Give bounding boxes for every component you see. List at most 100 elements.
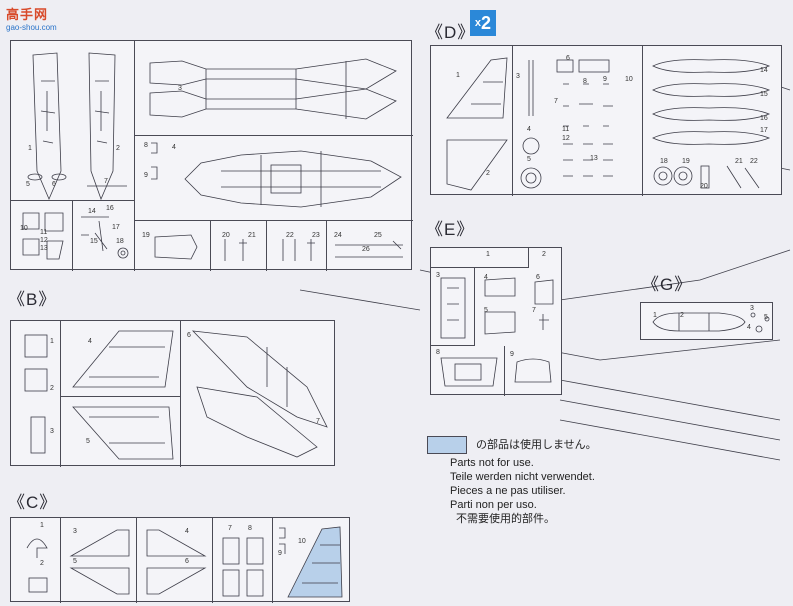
- sprue-c-cell-1: [11, 518, 61, 603]
- sprue-d-number: 3: [516, 73, 520, 80]
- sprue-e-number: 2: [542, 251, 546, 258]
- sprue-c-number: 2: [40, 560, 44, 567]
- sprue-c-number: 5: [73, 558, 77, 565]
- sprue-a-cell-small-1: [11, 201, 73, 271]
- sprue-g-number: 1: [653, 312, 657, 319]
- quantity-badge-count: 2: [481, 13, 492, 33]
- part-a8-a9-clips: [151, 142, 158, 180]
- sprue-d-number: 15: [760, 91, 768, 98]
- sprue-a-number: 8: [144, 142, 148, 149]
- part-d14-d17-tanks: [652, 59, 771, 145]
- sprue-a-number: 6: [52, 181, 56, 188]
- sprue-g-label: 《G》: [642, 275, 693, 294]
- sprue-e-cell-2: [431, 268, 475, 346]
- sprue-b-number: 7: [316, 418, 320, 425]
- sprue-a-number: 19: [142, 232, 150, 239]
- sprue-d-number: 19: [682, 158, 690, 165]
- sprue-b-number: 1: [50, 338, 54, 345]
- sprue-a-number: 23: [312, 232, 320, 239]
- sprue-c-number: 7: [228, 525, 232, 532]
- sprue-e-number: 8: [436, 349, 440, 356]
- sprue-e-number: 6: [536, 274, 540, 281]
- part-c3-c5: [69, 529, 130, 595]
- watermark-site-name: 高手网: [6, 7, 49, 22]
- sprue-e-number: 1: [486, 251, 490, 258]
- sprue-d-cell-center: [513, 46, 643, 196]
- part-a14-a18: [81, 216, 129, 259]
- watermark-site-url: gao-shou.com: [6, 23, 57, 32]
- part-c9-clip: [279, 527, 286, 554]
- sprue-c-cell-3: [137, 518, 213, 603]
- sprue-e-label: 《E》: [426, 220, 475, 239]
- sprue-d-number: 7: [554, 98, 558, 105]
- part-a3-intake-assembly: [149, 58, 397, 120]
- sprue-d-number: 17: [760, 127, 768, 134]
- sprue-a-number: 15: [90, 238, 98, 245]
- sprue-d-number: 1: [456, 72, 460, 79]
- sprue-d-label: 《D》: [426, 23, 476, 42]
- sprue-d-number: 18: [660, 158, 668, 165]
- part-b4-stabilizer: [72, 330, 174, 388]
- sprue-c-cell-4: [213, 518, 273, 603]
- sprue-d-number: 10: [625, 76, 633, 83]
- sprue-b-number: 6: [187, 332, 191, 339]
- sprue-a-number: 18: [116, 238, 124, 245]
- sprue-d-number: 11: [562, 126, 570, 133]
- sprue-a-number: 9: [144, 172, 148, 179]
- part-d1-fin: [446, 57, 508, 119]
- sprue-a-number: 13: [40, 245, 48, 252]
- sprue-e-number: 3: [436, 272, 440, 279]
- sprue-a-number: 11: [40, 229, 48, 236]
- part-b6-b7-wings: [191, 330, 328, 458]
- sprue-b-cell-fin-lower: [61, 397, 181, 467]
- watermark-logo: 高手网 gao-shou.com: [6, 4, 57, 32]
- part-e8-seat: [440, 357, 498, 387]
- part-b1-b3: [24, 334, 48, 454]
- sprue-b-number: 2: [50, 385, 54, 392]
- legend-swatch-unused: [427, 436, 467, 454]
- sprue-a-number: 4: [172, 144, 176, 151]
- sprue-d-number: 12: [562, 135, 570, 142]
- sprue-a-number: 1: [28, 145, 32, 152]
- sprue-a-cell-fuselage: [135, 136, 413, 221]
- sprue-a-cell-small-2: [73, 201, 135, 271]
- sprue-a-number: 26: [362, 246, 370, 253]
- sprue-e-number: 4: [484, 274, 488, 281]
- sprue-d-number: 20: [700, 183, 708, 190]
- sprue-a-number: 24: [334, 232, 342, 239]
- sprue-d-number: 14: [760, 67, 768, 74]
- sprue-d-number: 16: [760, 115, 768, 122]
- part-a7-rod: [87, 185, 127, 187]
- sprue-c-number: 10: [298, 538, 306, 545]
- sprue-a-number: 7: [104, 178, 108, 185]
- sprue-g-number: 5: [764, 314, 768, 321]
- sprue-g-number: 4: [747, 324, 751, 331]
- sprue-a-number: 20: [222, 232, 230, 239]
- legend-line-italian: Parti non per uso.: [450, 499, 537, 511]
- part-a4-fuselage: [184, 150, 402, 208]
- sprue-b-label: 《B》: [8, 290, 57, 309]
- sprue-a-frame: [10, 40, 413, 271]
- part-g1-canopy: [652, 312, 746, 332]
- part-c7-c8: [222, 537, 264, 597]
- part-g3-g5: [750, 312, 770, 333]
- sprue-e-number: 7: [532, 307, 536, 314]
- sprue-c-label: 《C》: [8, 493, 58, 512]
- part-a19: [154, 234, 198, 260]
- sprue-g-frame: [640, 302, 773, 340]
- sprue-b-cell-tabs: [11, 321, 61, 467]
- sprue-e-cell-8: [431, 346, 505, 396]
- sprue-b-number: 5: [86, 438, 90, 445]
- part-a22-a23: [282, 239, 315, 261]
- sprue-c-number: 4: [185, 528, 189, 535]
- sprue-a-number: 12: [40, 237, 48, 244]
- sprue-c-number: 1: [40, 522, 44, 529]
- sprue-a-number: 2: [116, 145, 120, 152]
- sprue-d-number: 22: [750, 158, 758, 165]
- sprue-d-number: 4: [527, 126, 531, 133]
- part-e3-cockpit: [440, 277, 466, 339]
- legend-line-chinese: 不需要使用的部件。: [456, 513, 555, 525]
- sprue-a-number: 14: [88, 208, 96, 215]
- sprue-c-number: 8: [248, 525, 252, 532]
- legend-line-french: Pieces a ne pas utiliser.: [450, 485, 566, 497]
